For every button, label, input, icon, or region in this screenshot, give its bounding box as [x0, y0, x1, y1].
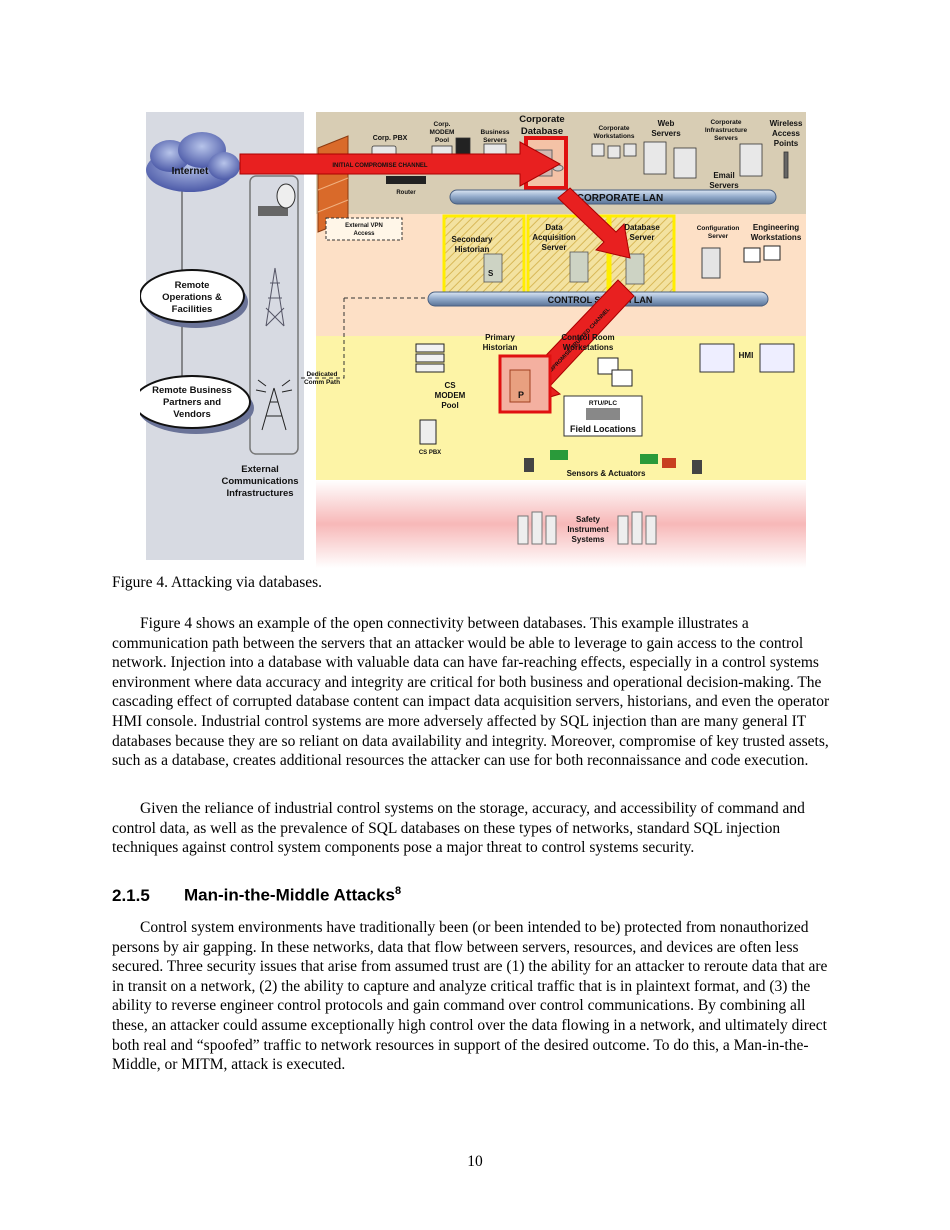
- svg-text:CS: CS: [444, 381, 456, 390]
- svg-text:Email: Email: [713, 171, 734, 180]
- svg-text:Infrastructure: Infrastructure: [705, 127, 748, 134]
- svg-text:Workstations: Workstations: [563, 343, 614, 352]
- svg-text:Access: Access: [353, 231, 375, 237]
- svg-text:Configuration: Configuration: [697, 225, 740, 232]
- remote-ops-label: Remote: [175, 280, 210, 291]
- svg-text:Corp.: Corp.: [434, 121, 451, 128]
- section-title: Man-in-the-Middle Attacks: [184, 885, 395, 905]
- safety-zone: [316, 480, 806, 568]
- svg-text:HMI: HMI: [739, 351, 754, 360]
- svg-text:Corp. PBX: Corp. PBX: [373, 135, 408, 142]
- external-vpn-box: [325, 217, 403, 241]
- svg-text:Points: Points: [774, 139, 799, 148]
- power-tower-icon: [265, 267, 285, 327]
- footnote-marker[interactable]: 8: [394, 885, 402, 897]
- svg-text:Access: Access: [772, 129, 801, 138]
- database-compromise-arrow: [557, 187, 631, 259]
- svg-text:Historian: Historian: [483, 343, 518, 352]
- svg-text:Business: Business: [481, 129, 510, 136]
- svg-text:MODEM: MODEM: [430, 129, 455, 136]
- svg-text:MODEM: MODEM: [435, 391, 466, 400]
- svg-text:Server: Server: [630, 233, 655, 242]
- paragraph-mitm: Control system environments have traditi…: [112, 919, 828, 1074]
- cs-modem-pool-icon: [415, 343, 445, 373]
- svg-text:Data: Data: [545, 223, 563, 232]
- svg-text:Web: Web: [658, 119, 675, 128]
- router-icon: [386, 176, 426, 184]
- svg-text:Engineering: Engineering: [753, 223, 799, 232]
- network-diagram: Internet Remote Operations & Facilities …: [140, 112, 806, 568]
- sensors-actuators-icons: [524, 450, 702, 474]
- svg-text:Control Room: Control Room: [561, 333, 614, 342]
- svg-text:Acquisition: Acquisition: [532, 233, 576, 242]
- svg-text:RTU/PLC: RTU/PLC: [589, 400, 617, 407]
- radio-tower-icon: [255, 379, 293, 431]
- svg-text:Server: Server: [708, 233, 729, 240]
- svg-text:Partners and: Partners and: [163, 397, 221, 408]
- svg-text:Database: Database: [521, 126, 563, 137]
- control-room-workstations-icon: [597, 357, 633, 387]
- paragraph-figure-description: Figure 4 shows an example of the open co…: [112, 615, 830, 770]
- internet-label: Internet: [172, 166, 209, 177]
- corporate-database-label: Corporate: [519, 114, 564, 125]
- page-number: 10: [467, 1153, 483, 1170]
- svg-text:Servers: Servers: [714, 135, 738, 142]
- svg-text:Servers: Servers: [483, 137, 507, 144]
- svg-text:S: S: [488, 269, 494, 278]
- engineering-workstations-icon: [743, 245, 781, 263]
- svg-text:Facilities: Facilities: [172, 304, 213, 315]
- section-number: 2.1.5: [112, 885, 150, 905]
- svg-text:Server: Server: [542, 243, 567, 252]
- remote-business-label: Remote Business: [152, 385, 232, 396]
- internet-cloud-icon: [146, 132, 240, 192]
- figure-caption: Figure 4. Attacking via databases.: [112, 574, 323, 591]
- configuration-server-icon: [701, 247, 721, 279]
- field-locations-label: Field Locations: [570, 424, 636, 434]
- svg-text:Sensors & Actuators: Sensors & Actuators: [567, 469, 646, 478]
- svg-text:Corporate: Corporate: [598, 125, 629, 132]
- svg-text:Comm Path: Comm Path: [304, 379, 340, 386]
- server-icons: [483, 251, 645, 285]
- section-heading: 2.1.5 Man-in-the-Middle Attacks8: [112, 885, 401, 906]
- svg-text:Wireless: Wireless: [770, 119, 803, 128]
- svg-text:Infrastructures: Infrastructures: [226, 488, 293, 499]
- initial-compromise-arrow: [239, 141, 562, 187]
- svg-text:Dedicated: Dedicated: [306, 371, 337, 378]
- svg-text:Historian: Historian: [455, 245, 490, 254]
- svg-text:Servers: Servers: [651, 129, 681, 138]
- svg-text:Systems: Systems: [572, 535, 605, 544]
- hmi-screens-icon: [699, 343, 795, 373]
- external-comm-label: External: [241, 464, 279, 475]
- svg-text:Workstations: Workstations: [593, 133, 634, 140]
- corporate-lan-pipe: [449, 189, 777, 205]
- svg-text:Vendors: Vendors: [173, 409, 211, 420]
- svg-text:Communications: Communications: [221, 476, 298, 487]
- network-diagram-figure: Internet Remote Operations & Facilities …: [140, 108, 812, 568]
- svg-text:CS PBX: CS PBX: [419, 450, 441, 456]
- svg-text:CORPORATE LAN: CORPORATE LAN: [577, 193, 663, 204]
- svg-text:Corporate: Corporate: [710, 119, 741, 126]
- satellite-dish-icon: [258, 183, 296, 216]
- svg-text:Servers: Servers: [709, 181, 739, 190]
- primary-historian-icon: [509, 369, 531, 403]
- svg-text:INITIAL COMPROMISE CHANNEL: INITIAL COMPROMISE CHANNEL: [332, 163, 428, 169]
- svg-text:Pool: Pool: [441, 401, 458, 410]
- svg-text:Pool: Pool: [435, 137, 449, 144]
- safety-instrument-icons: [517, 511, 657, 545]
- cs-pbx-icon: [419, 419, 437, 445]
- paragraph-sql-threat: Given the reliance of industrial control…: [112, 800, 805, 857]
- svg-text:External VPN: External VPN: [345, 223, 383, 229]
- svg-text:Safety: Safety: [576, 515, 601, 524]
- rtu-plc-icon: [586, 408, 620, 420]
- svg-text:Primary: Primary: [485, 333, 515, 342]
- svg-text:Secondary: Secondary: [452, 235, 493, 244]
- svg-text:Router: Router: [396, 190, 416, 196]
- svg-text:Instrument: Instrument: [567, 525, 609, 534]
- svg-text:P: P: [518, 390, 524, 400]
- svg-text:Operations &: Operations &: [162, 292, 222, 303]
- svg-text:Database: Database: [624, 223, 660, 232]
- svg-text:Workstations: Workstations: [751, 233, 802, 242]
